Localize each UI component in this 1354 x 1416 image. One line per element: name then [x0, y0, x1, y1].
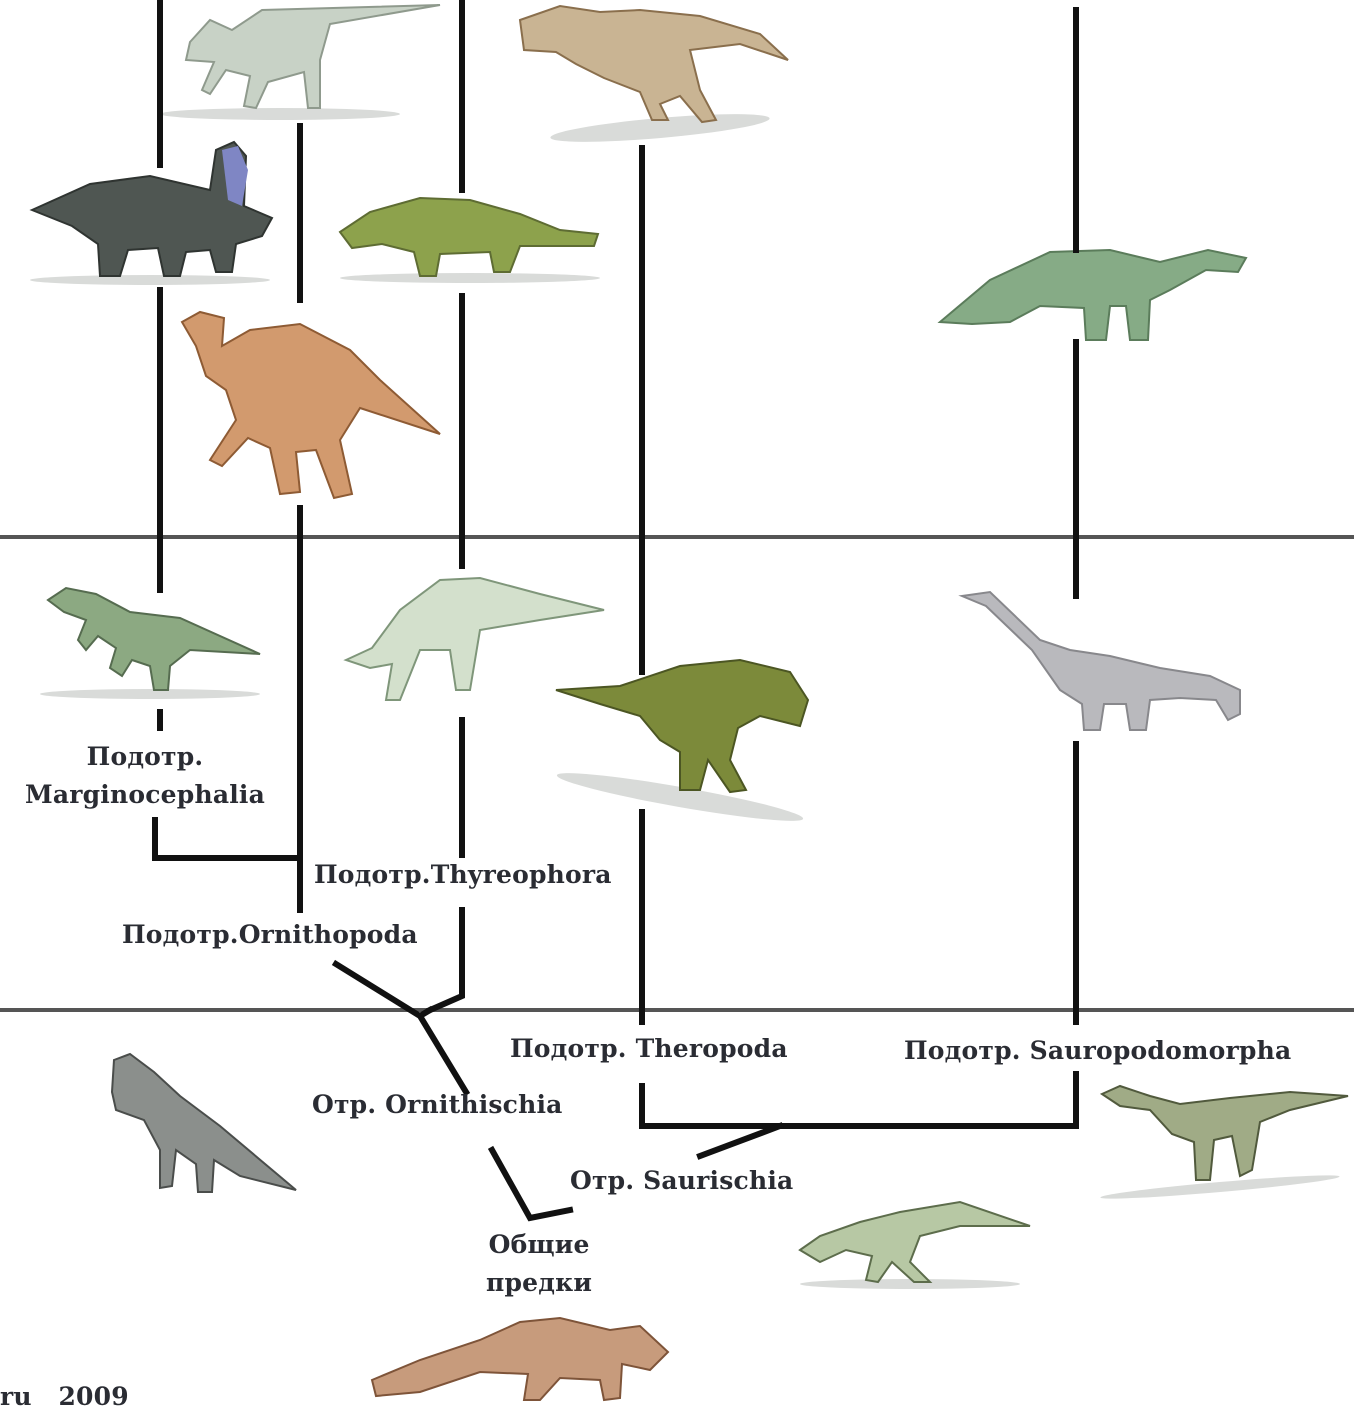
label-saurischia: Отр. Saurischia [570, 1162, 793, 1200]
brachiosaur-illustration [962, 592, 1240, 730]
branch-root [492, 1150, 570, 1218]
shadow [40, 689, 260, 699]
tyrannosaur-illustration [520, 6, 788, 122]
shadow [160, 108, 400, 120]
label-ornithischia: Отр. Ornithischia [312, 1086, 563, 1124]
prosauropod-illustration [1102, 1086, 1348, 1180]
sauropod-illustration [940, 250, 1246, 340]
shadow [1100, 1172, 1340, 1203]
branch-ornithischia [336, 964, 466, 1092]
label-thyreophora: Подотр.Thyreophora [314, 856, 612, 894]
label-sauropodomorpha: Подотр. Sauropodomorpha [904, 1032, 1291, 1070]
shadow [800, 1279, 1020, 1289]
shadow [340, 273, 600, 283]
label-common-ancestors: Общие предки [486, 1226, 592, 1302]
allosaur-illustration [556, 660, 808, 792]
label-theropoda: Подотр. Theropoda [510, 1030, 788, 1068]
ornithopod-illustration [182, 312, 440, 498]
label-marginocephalia: Подотр. Marginocephalia [14, 738, 276, 814]
basal-ornithopod-illustration [48, 588, 260, 690]
early-reptile-illustration [112, 1054, 296, 1192]
ancestor-illustration [372, 1318, 668, 1400]
label-ornithopoda: Подотр.Ornithopoda [122, 916, 418, 954]
hadrosaur-illustration [186, 5, 440, 108]
footer-credit: ru 2009 [0, 1378, 129, 1416]
ankylosaur-illustration [340, 198, 598, 276]
shadow [30, 275, 270, 285]
small-theropod-illustration [800, 1202, 1030, 1282]
stegosaur-illustration [346, 578, 604, 700]
branch-saurischia [700, 1126, 780, 1156]
